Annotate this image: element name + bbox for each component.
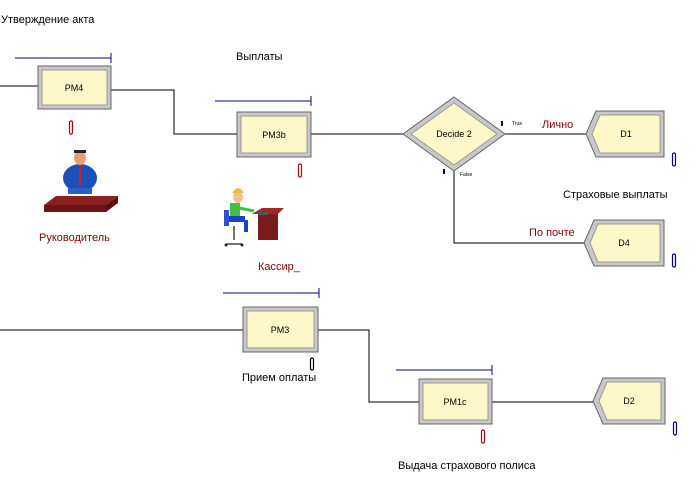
module-d1[interactable]: D1 <box>585 110 665 158</box>
manager-icon <box>44 150 118 212</box>
decide-false-label: False <box>460 172 472 178</box>
counter-pm1c <box>480 429 486 444</box>
decide-false-marker <box>443 169 445 174</box>
module-pm1c[interactable]: PM1c <box>418 378 493 425</box>
module-decide[interactable]: Decide 2 True False <box>402 96 522 178</box>
queue-pm3 <box>223 288 320 298</box>
label-approval: Утверждение акта <box>1 14 95 26</box>
module-pm3b[interactable]: PM3b <box>236 111 312 158</box>
counter-pm4 <box>68 120 74 135</box>
module-pm3[interactable]: PM3 <box>242 306 319 353</box>
label-insurance-payouts: Страховые выплаты <box>563 189 668 201</box>
counter-pm3b <box>297 163 303 178</box>
module-pm3-label: PM3 <box>271 325 290 335</box>
label-cashier: Кассир_ <box>258 261 301 273</box>
label-manager: Руководитель <box>39 232 110 244</box>
queue-pm4 <box>15 53 112 63</box>
module-decide-label: Decide 2 <box>436 129 472 139</box>
queue-pm3b <box>215 96 312 106</box>
cashier-icon <box>224 188 284 247</box>
connectors <box>0 85 593 403</box>
counter-pm3 <box>309 357 315 371</box>
module-pm3b-label: PM3b <box>262 130 286 140</box>
connector-decide-d4[interactable] <box>453 170 584 244</box>
decide-true-label: True <box>512 121 522 127</box>
module-pm1c-label: PM1c <box>443 397 467 407</box>
label-policy-issue: Выдача страхового полиса <box>398 460 536 472</box>
module-d1-label: D1 <box>620 129 632 139</box>
module-d4[interactable]: D4 <box>583 219 665 267</box>
branch-personal-label: Лично <box>542 119 573 131</box>
counter-d2 <box>672 421 678 436</box>
counter-d1 <box>671 152 677 167</box>
decide-true-marker <box>501 121 503 126</box>
label-payment-receipt: Прием оплаты <box>242 372 316 384</box>
module-d2-label: D2 <box>623 396 635 406</box>
module-d4-label: D4 <box>618 238 630 248</box>
counter-d4 <box>671 253 677 268</box>
module-d2[interactable]: D2 <box>592 377 666 425</box>
queue-pm1c <box>396 365 493 375</box>
connector-pm3-pm1c[interactable] <box>318 329 419 403</box>
label-payouts: Выплаты <box>236 51 283 63</box>
module-pm4[interactable]: PM4 <box>37 65 112 110</box>
branch-by-mail-label: По почте <box>529 227 575 239</box>
connector-pm4-pm3b[interactable] <box>111 89 237 135</box>
module-pm4-label: PM4 <box>65 83 84 93</box>
